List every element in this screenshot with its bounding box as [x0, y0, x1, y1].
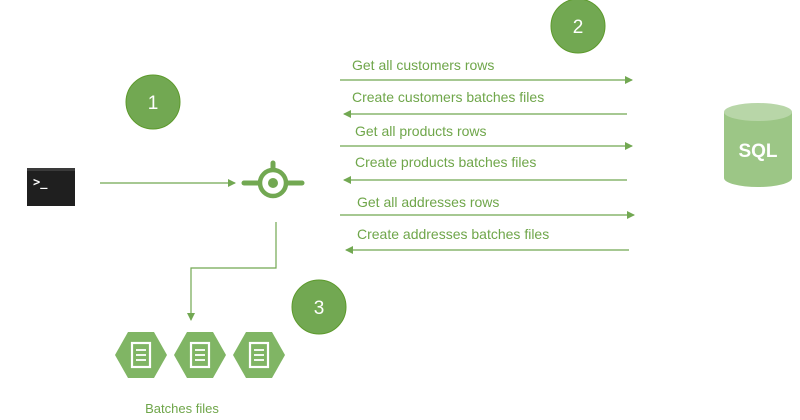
step-number: 3: [314, 298, 325, 319]
message-4: Create products batches files: [343, 154, 627, 184]
database-label: SQL: [738, 141, 777, 162]
message-label: Get all products rows: [355, 123, 487, 139]
terminal-prompt: >_: [33, 175, 48, 190]
arrow-hub-to-batches: [187, 222, 277, 321]
step-number: 1: [148, 93, 159, 114]
batches-caption: Batches files: [145, 401, 219, 416]
message-1: Get all customers rows: [340, 57, 633, 84]
message-label: Create customers batches files: [352, 89, 544, 105]
terminal-icon: >_: [27, 168, 75, 206]
message-label: Get all addresses rows: [357, 194, 499, 210]
document-icon: [174, 332, 226, 378]
step-badge-3: 3: [291, 279, 347, 335]
message-label: Get all customers rows: [352, 57, 494, 73]
step-number: 2: [573, 17, 584, 38]
document-icon: [115, 332, 167, 378]
message-6: Create addresses batches files: [345, 226, 629, 254]
message-label: Create addresses batches files: [357, 226, 549, 242]
message-2: Create customers batches files: [343, 89, 627, 118]
step-badge-1: 1: [125, 74, 181, 130]
connector-hub-icon: [241, 160, 305, 199]
step-badge-2: 2: [550, 0, 606, 54]
message-label: Create products batches files: [355, 154, 536, 170]
database-icon: SQL: [724, 103, 792, 187]
message-3: Get all products rows: [340, 123, 633, 150]
message-5: Get all addresses rows: [340, 194, 635, 219]
document-icon: [233, 332, 285, 378]
